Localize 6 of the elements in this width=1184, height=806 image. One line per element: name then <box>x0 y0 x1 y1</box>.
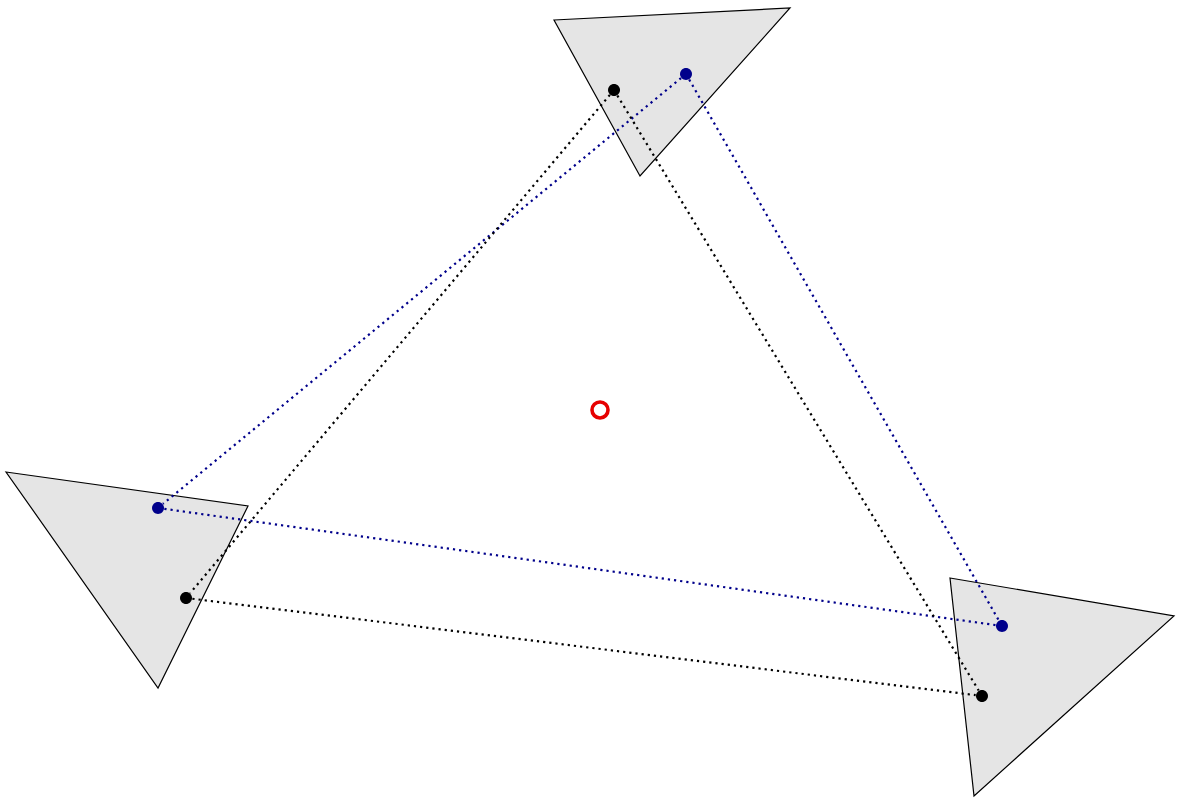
dotted-line <box>688 79 1000 621</box>
dotted-line <box>162 77 682 505</box>
dotted-line <box>189 94 611 594</box>
dotted-line <box>164 507 996 627</box>
dotted-line <box>616 94 980 692</box>
dotted-line <box>192 597 976 697</box>
